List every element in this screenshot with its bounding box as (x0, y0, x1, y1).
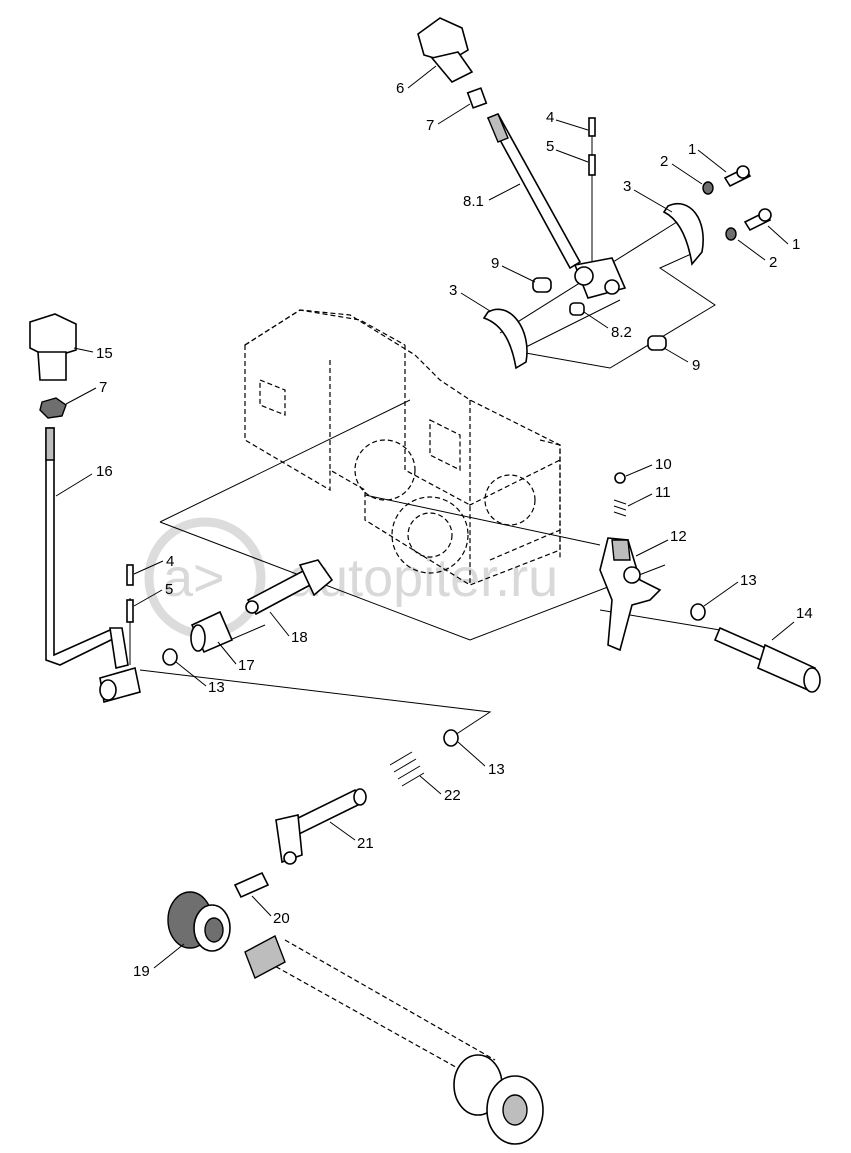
callout-13: 13 (488, 761, 505, 778)
callout-1: 1 (688, 141, 696, 158)
callout-11: 11 (655, 484, 671, 501)
callout-5: 5 (165, 581, 173, 598)
callout-20: 20 (273, 910, 290, 927)
part-2-washer-lower (725, 227, 737, 241)
part-4-pin-top (588, 117, 596, 137)
part-6-lever-knob (417, 17, 474, 83)
callout-9: 9 (491, 255, 499, 272)
callout-3: 3 (623, 178, 631, 195)
callout-labels: 1 1 2 2 3 3 4 4 5 5 6 7 7 8.1 8.2 9 9 10 (55, 65, 813, 980)
part-8-2-plug (569, 302, 585, 316)
callout-9: 9 (692, 357, 700, 374)
callout-7: 7 (99, 379, 107, 396)
part-2-washer-upper (702, 181, 714, 195)
main-shaft-assembly (244, 935, 544, 1145)
part-13-ring-left (162, 648, 178, 666)
part-9-bushing-lower (647, 335, 667, 351)
part-19-bearing (167, 891, 231, 952)
part-1-bolt-upper (723, 165, 752, 188)
part-21-selector-shaft (275, 788, 367, 865)
callout-18: 18 (291, 629, 308, 646)
part-22-spring (389, 751, 425, 787)
part-12-shift-fork (599, 537, 662, 652)
callout-8-2: 8.2 (611, 324, 632, 341)
part-1-bolt-lower (743, 208, 772, 232)
part-8-1-gear-lever (486, 112, 627, 299)
part-20-key (233, 871, 270, 899)
callout-2: 2 (769, 254, 777, 271)
callout-4: 4 (166, 553, 174, 570)
part-9-bushing-upper (532, 277, 552, 293)
callout-4: 4 (546, 109, 554, 126)
part-7-nut (39, 397, 67, 419)
callout-5: 5 (546, 138, 554, 155)
callout-3: 3 (449, 282, 457, 299)
part-13-ring-center (443, 729, 459, 747)
part-10-ball (614, 472, 626, 484)
callout-19: 19 (133, 963, 150, 980)
callout-13: 13 (740, 572, 757, 589)
part-7-sleeve (466, 87, 488, 109)
callout-21: 21 (357, 835, 374, 852)
callout-13: 13 (208, 679, 225, 696)
part-13-ring-right (690, 603, 706, 621)
watermark-text: autopiter.ru (288, 548, 558, 608)
callout-8-1: 8.1 (463, 193, 484, 210)
part-3-plate-left (482, 308, 528, 370)
callout-7: 7 (426, 117, 434, 134)
part-5-pin-top (588, 154, 596, 176)
callout-6: 6 (396, 80, 404, 97)
part-11-spring (613, 499, 627, 517)
callout-17: 17 (238, 657, 255, 674)
part-5-pin-left (126, 599, 134, 623)
callout-2: 2 (660, 153, 668, 170)
callout-16: 16 (96, 463, 113, 480)
part-18-shift-shaft (245, 559, 334, 616)
part-16-lever-rod (45, 427, 141, 704)
callout-10: 10 (655, 456, 672, 473)
callout-14: 14 (796, 605, 813, 622)
callout-15: 15 (96, 345, 113, 362)
callout-22: 22 (444, 787, 461, 804)
part-4-pin-left (126, 564, 134, 586)
watermark-logo-letter: a> (163, 548, 225, 608)
part-15-knob (29, 313, 77, 381)
part-14-shift-rail (713, 626, 821, 693)
callout-12: 12 (670, 528, 687, 545)
callout-1: 1 (792, 236, 800, 253)
part-3-plate-right (662, 203, 704, 266)
gearbox-housing (244, 309, 561, 586)
